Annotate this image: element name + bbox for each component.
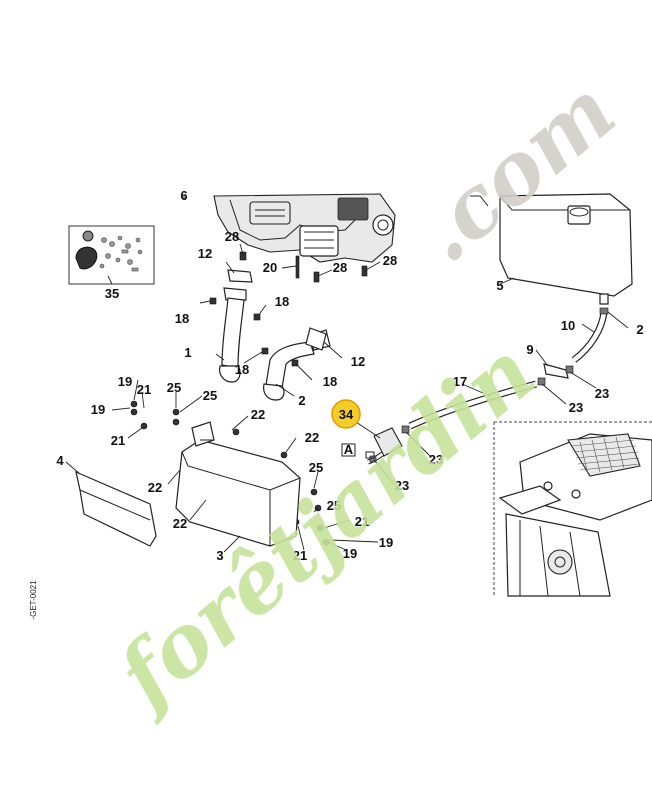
callout-25-c: 25 (309, 460, 323, 475)
inset-label: A (344, 442, 354, 457)
callout-19-c: 19 (379, 535, 393, 550)
callout-3: 3 (216, 548, 223, 563)
callout-28-a: 28 (225, 229, 239, 244)
callout-23-b: 23 (569, 400, 583, 415)
callout-22-b: 22 (305, 430, 319, 445)
highlight-label: 34 (339, 407, 354, 422)
callout-5: 5 (496, 278, 503, 293)
callout-6: 6 (180, 188, 187, 203)
callout-23-a: 23 (595, 386, 609, 401)
callout-25-a: 25 (167, 380, 181, 395)
heat-shield-4 (75, 470, 157, 547)
fuel-filter-34 (365, 427, 403, 459)
callout-12-lower: 12 (351, 354, 365, 369)
callout-19-d: 19 (343, 546, 357, 561)
callout-28-b: 28 (333, 260, 347, 275)
inset-label-box: A (341, 442, 356, 457)
callout-2-pipe: 2 (298, 393, 305, 408)
clamp-9 (543, 363, 569, 379)
callout-18-left: 18 (175, 311, 189, 326)
muffler-3 (175, 421, 301, 547)
callout-18-right: 18 (323, 374, 337, 389)
callout-17: 17 (453, 374, 467, 389)
callout-2-tank: 2 (636, 322, 643, 337)
callout-25-b: 25 (203, 388, 217, 403)
callout-23-d: 23 (395, 478, 409, 493)
document-code: -GET-0021 (29, 580, 38, 620)
callout-18-mid: 18 (235, 362, 249, 377)
callout-21-d: 21 (293, 548, 307, 563)
fuel-hose-10 (571, 311, 608, 363)
gasket-12-lower (305, 327, 327, 351)
callout-1: 1 (184, 345, 191, 360)
highlighted-callout-34: 34 (331, 399, 361, 429)
callout-4: 4 (56, 453, 64, 468)
callout-18-upper: 18 (275, 294, 289, 309)
callout-22-c: 22 (148, 480, 162, 495)
callout-19-a: 19 (118, 374, 132, 389)
callout-20: 20 (263, 260, 277, 275)
callout-12-upper: 12 (198, 246, 212, 261)
callout-22-a: 22 (251, 407, 265, 422)
callout-23-c: 23 (429, 452, 443, 467)
callout-21-c: 21 (355, 514, 369, 529)
leader-lines (65, 243, 629, 553)
hose-clamps-23 (369, 307, 609, 463)
callout-labels: 6 1 2 2 3 4 5 9 10 12 12 17 18 18 18 18 … (56, 188, 643, 563)
engine-top-illustration (183, 193, 396, 263)
callout-9: 9 (526, 342, 533, 357)
callout-21-b: 21 (111, 433, 125, 448)
engine-detail-inset (493, 421, 652, 597)
callout-22-d: 22 (173, 516, 187, 531)
exhaust-pipe-1 (219, 287, 247, 383)
callout-10: 10 (561, 318, 575, 333)
kit-box-35 (68, 225, 155, 285)
callout-28-c: 28 (383, 253, 397, 268)
callout-35: 35 (105, 286, 119, 301)
callout-21-a: 21 (137, 382, 151, 397)
callout-19-b: 19 (91, 402, 105, 417)
callout-25-d: 25 (327, 498, 341, 513)
fuel-tank-5 (470, 193, 633, 305)
gasket-12-upper (227, 269, 253, 283)
